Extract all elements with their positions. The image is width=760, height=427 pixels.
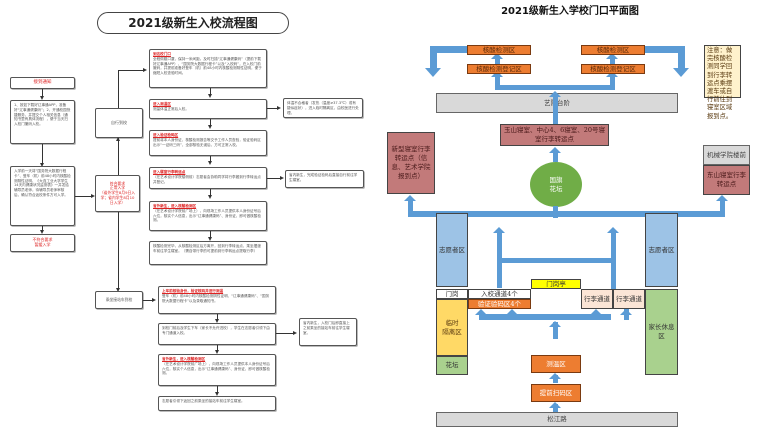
notice-note: 注意：做完核酸检测同学回到行李转运点乘摆渡车或自行前往到寝室区域报到点。 — [704, 45, 741, 120]
nat-registration-zone-right: 核酸检测登记区 — [581, 64, 645, 74]
temporary-quarantine-zone: 临时 隔离区 — [436, 299, 468, 356]
arrow-up-icon — [506, 309, 518, 315]
step-heading: 进入验证检码区 — [153, 133, 179, 137]
parent-rest-zone: 家长休息区 — [645, 289, 678, 375]
self-arrive-box: 自行到校 — [95, 108, 143, 138]
entry-lanes: 入校通道4个 — [468, 289, 531, 299]
arrow-up-icon — [620, 309, 632, 315]
shuttle-side-note: 省内新生，入校门后即直接上之前乘坐的接站车前往学生寝室。 — [299, 318, 357, 346]
side-note-fever: 体温不合格者（发热（温度≥37.3℃）或有疑似症状），进入临时隔离区，由校医进行… — [283, 98, 363, 118]
temperature-zone: 测温区 — [531, 355, 581, 373]
songjiang-road: 松江路 — [436, 412, 678, 427]
step-nat-test: 省外新生，进入核酸检测区 （在艺术设计学院前广场上），向现场工作人员提供本人身份… — [149, 201, 267, 231]
shuttle-step-boarding: 上车前核验身份，验证核码并进行测温 登车（机）前48小时内核酸检测阴性证明、“辽… — [158, 286, 276, 314]
step-luggage: 进入寝室行李转运点 （在艺术设计学院楼侧前）志愿者会协助同学将行李搬到行李转运点… — [149, 167, 267, 189]
arrow-up-icon — [549, 147, 561, 153]
volunteer-zone-right: 志愿者区 — [645, 213, 678, 287]
arrow-up-icon — [491, 53, 503, 59]
arrow-down-icon — [425, 68, 441, 77]
shuttle-box: 乘坐接站车到校 — [95, 291, 143, 309]
shuttle-step-return: 志愿者引领下返回之前乘坐的接站车前往学生寝室。 — [158, 396, 276, 411]
step-heading: 进入测温区 — [153, 102, 171, 106]
arrow-up-icon — [493, 227, 505, 233]
pre-check-box: 入学前一天将“国务院大数据行程卡”、登车（机）前48小时内核酸检测阴性证明、《大… — [10, 166, 75, 226]
prepare-box: 1、按如下载好辽事通APP，准备好“辽事通健康码”；2、开通校园快捷服务，并提交… — [10, 100, 75, 144]
arrow-up-icon — [606, 71, 618, 77]
flower-bed-left: 花坛 — [436, 356, 468, 375]
step-body: （在艺术设计学院前广场上），向现场工作人员提供本人身份证号后六位，核实个人信息，… — [162, 361, 270, 376]
arrow-up-icon — [607, 227, 619, 233]
side-note-local: 省内新生，完成验证检码后直接自行前往学生寝室。 — [285, 170, 364, 188]
nat-registration-zone-left: 核酸检测登记区 — [467, 64, 531, 74]
flag-flower-bed: 国旗 花坛 — [530, 162, 582, 207]
step-temperature: 进入测温区 测量体温正常后入校。 — [149, 99, 267, 119]
step-body: （在艺术设计学院前广场上），向现场工作人员提供本人身份证号后六位，核实个人信息，… — [153, 208, 261, 223]
arrow-down-icon — [673, 68, 689, 77]
arrow-up-icon — [716, 195, 728, 201]
nat-test-zone-left: 核酸检测区 — [467, 45, 531, 55]
step-heading: 省外新生，进入核酸检测区 — [162, 357, 206, 361]
mechanical-building: 机械学院楼前 — [703, 145, 750, 165]
arrow-up-icon — [549, 402, 561, 408]
luggage-lane-2: 行李通道 — [613, 289, 645, 309]
pre-scan-zone: 提前扫码区 — [531, 384, 581, 402]
notice-box: 接到通知 — [10, 77, 75, 89]
new-dorm-luggage-point: 新型寝室行李转运点（信息、艺术学院报到点） — [387, 132, 435, 194]
step-heading: 省外新生，进入核酸检测区 — [153, 204, 197, 208]
step-body: 全程佩戴口罩，保持一米间距。及时扫描“辽事通健康码”（提前下载好辽事通APP）、… — [153, 56, 262, 76]
step-heading: 到达校门口 — [153, 52, 171, 56]
step-gate-arrival: 到达校门口 全程佩戴口罩，保持一米间距。及时扫描“辽事通健康码”（提前下载好辽事… — [149, 49, 267, 88]
dongshan-dorm-luggage-point: 东山寝室行李转运点 — [703, 165, 750, 195]
shuttle-step-nat-test: 省外新生，进入核酸检测区 （在艺术设计学院前广场上），向现场工作人员提供本人身份… — [158, 354, 276, 386]
step-body: 登车（机）前48小时内核酸检测阴性证明、“辽事通健康码”、“国务院大数据行程卡”… — [162, 293, 270, 303]
not-qualified-box: 不符合要求 暂缓入学 — [10, 234, 75, 252]
arrow-up-icon — [606, 53, 618, 59]
step-after-test: 核酸检测完毕，从核酸检测区后方离开，回到行李转运点，乘坐摆渡车前往学生寝室。（需… — [149, 241, 267, 265]
arrow-up-icon — [404, 195, 416, 201]
qualified-box: 符合要求 正常入学 （省外学生8月9日入学；省内学生8月10日入学） — [95, 175, 140, 212]
arrow-up-icon — [549, 91, 561, 97]
arrow-up-icon — [549, 373, 561, 379]
luggage-lane-1: 行李通道 — [581, 289, 613, 309]
nat-test-zone-right: 核酸检测区 — [581, 45, 645, 55]
step-heading: 进入寝室行李转运点 — [153, 170, 186, 174]
arrow-up-icon — [491, 71, 503, 77]
step-body: 测量体温正常后入校。 — [153, 106, 189, 111]
shuttle-step-arrival: 到校门前后及学生下车（家长不允许进校），学生在志愿者引领下由专门通道入校。 — [158, 323, 276, 345]
step-verify: 进入验证检码区 提前将本人身份证、核酸检测报告等交予工作人员查验，验证验码区出示… — [149, 130, 267, 156]
guard-post: 门岗 — [436, 289, 468, 299]
step-heading: 上车前核验身份，验证核码并进行测温 — [162, 289, 224, 293]
arrow-up-icon — [475, 309, 487, 315]
flowchart-title: 2021级新生入校流程图 — [97, 12, 289, 34]
step-body: （在艺术设计学院楼侧前）志愿者会协助同学将行李搬到行李转运点并登记。 — [153, 174, 261, 184]
gate-plan-title: 2021级新生入学校门口平面图 — [501, 6, 639, 17]
arrow-up-icon — [549, 321, 561, 327]
verification-zone: 验证验码区4个 — [468, 299, 531, 309]
guard-booth: 门岗亭 — [531, 279, 581, 289]
volunteer-zone-left: 志愿者区 — [436, 213, 468, 287]
arrow-up-icon — [590, 309, 602, 315]
step-body: 提前将本人身份证、核酸检测报告等交予工作人员查验，验证验码区出示“一证码三码”，… — [153, 137, 261, 147]
yushan-dorm-luggage-point: 玉山寝室、中心4、6寝室、20号寝室行李转运点 — [500, 124, 609, 146]
